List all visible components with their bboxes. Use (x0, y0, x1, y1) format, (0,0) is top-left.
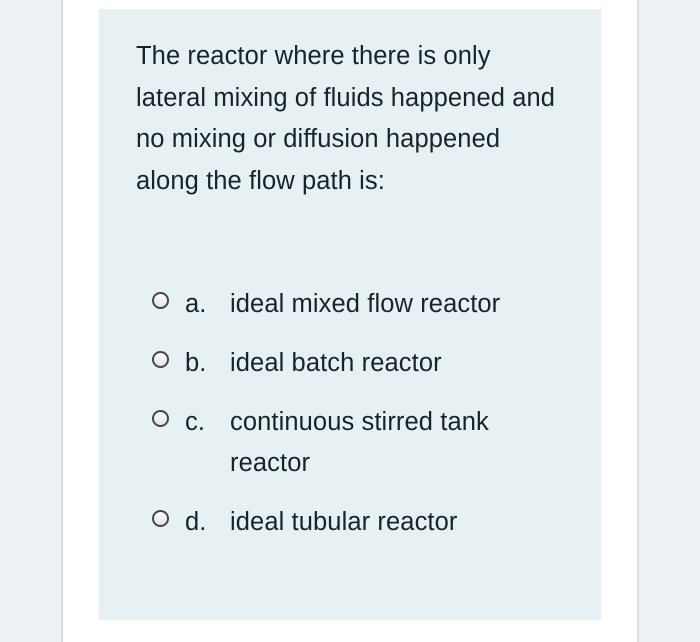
option-row-a[interactable]: a. ideal mixed flow reactor (99, 284, 601, 325)
radio-button-icon-a[interactable] (152, 292, 169, 309)
option-row-b[interactable]: b. ideal batch reactor (99, 343, 601, 384)
right-margin-rail (639, 0, 700, 642)
option-letter-a: a. (185, 290, 207, 318)
option-label-d[interactable]: ideal tubular reactor (230, 508, 458, 536)
left-divider (61, 0, 63, 642)
question-stem: The reactor where there is only lateral … (136, 42, 556, 195)
option-label-a[interactable]: ideal mixed flow reactor (230, 290, 501, 318)
option-letter-b: b. (185, 349, 207, 377)
option-row-c[interactable]: c. continuous stirred tank reactor (99, 402, 601, 484)
option-letter-d: d. (185, 508, 207, 536)
option-label-c[interactable]: continuous stirred tank reactor (230, 408, 489, 477)
radio-button-icon-b[interactable] (152, 351, 169, 368)
radio-button-icon-c[interactable] (152, 410, 169, 427)
options-list: a. ideal mixed flow reactor b. ideal bat… (99, 284, 601, 561)
option-row-d[interactable]: d. ideal tubular reactor (99, 502, 601, 543)
right-divider (637, 0, 639, 642)
left-margin-rail (0, 0, 61, 642)
radio-button-icon-d[interactable] (152, 510, 169, 527)
question-card: The reactor where there is only lateral … (99, 9, 601, 620)
option-label-b[interactable]: ideal batch reactor (230, 349, 442, 377)
option-letter-c: c. (185, 408, 206, 436)
vertical-scrollbar[interactable] (685, 0, 699, 642)
